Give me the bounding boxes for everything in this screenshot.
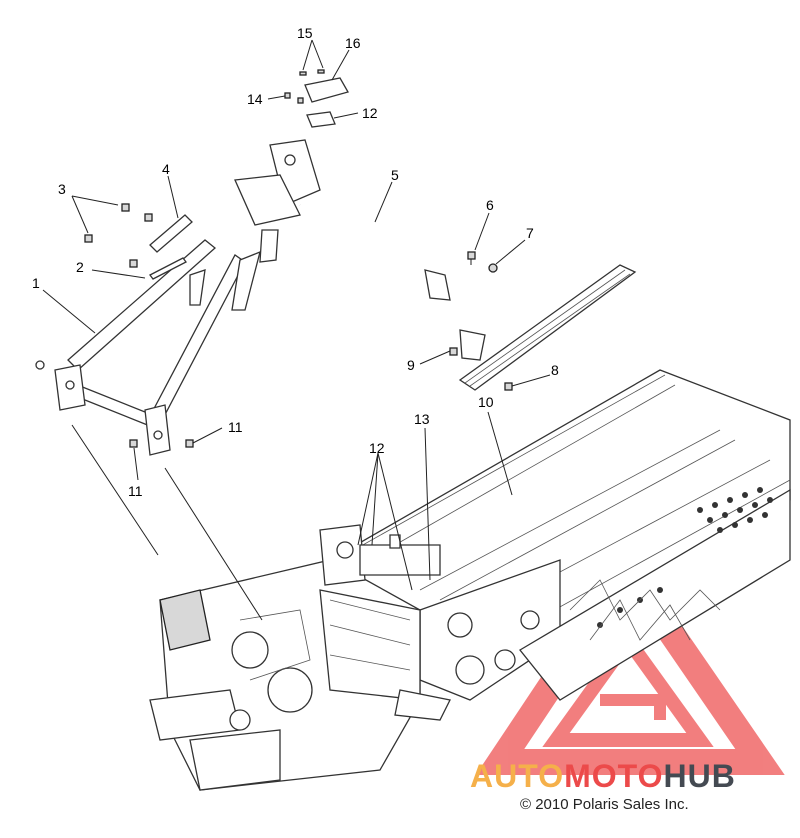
- callout-13: 13: [414, 411, 430, 427]
- part-5-steering-support: [234, 139, 486, 361]
- callout-7: 7: [526, 225, 534, 241]
- callout-4: 4: [162, 161, 170, 177]
- callout-8: 8: [551, 362, 559, 378]
- front-bulkhead: [149, 524, 451, 791]
- callout-9: 9: [407, 357, 415, 373]
- part-16-panel: [304, 77, 349, 103]
- callout-10: 10: [478, 394, 494, 410]
- callout-12-top: 12: [362, 105, 378, 121]
- watermark-word-hub: HUB: [663, 758, 736, 794]
- part-15-screw-icon: [299, 69, 325, 76]
- running-board-holes: [597, 487, 773, 628]
- part-2-rod: [149, 257, 206, 306]
- callout-3: 3: [58, 181, 66, 197]
- callout-11-left: 11: [128, 483, 143, 499]
- callout-1: 1: [32, 275, 40, 291]
- callout-11-right: 11: [228, 419, 243, 435]
- tunnel-assembly: [319, 369, 791, 701]
- callout-6: 6: [486, 197, 494, 213]
- part-9-bolt-icon: [449, 347, 458, 356]
- part-12-plate: [306, 111, 336, 128]
- watermark-brand: AUTOMOTOHUB: [470, 758, 800, 798]
- watermark-word-moto: MOTO: [564, 758, 664, 794]
- part-3-bolt-icon: [84, 203, 153, 268]
- callout-16: 16: [345, 35, 361, 51]
- callout-2: 2: [76, 259, 84, 275]
- callout-14: 14: [247, 91, 263, 107]
- part-14-screw-icon: [284, 92, 304, 104]
- part-11-bolt-icon: [129, 439, 194, 448]
- part-8-bolt-icon: [504, 382, 513, 391]
- callout-5: 5: [391, 167, 399, 183]
- part-1-strut-assembly: [35, 239, 246, 456]
- copyright-notice: © 2010 Polaris Sales Inc.: [520, 796, 689, 813]
- part-4-link: [149, 214, 261, 311]
- watermark-word-auto: AUTO: [470, 758, 565, 794]
- part-10-rail: [458, 264, 637, 391]
- callout-15: 15: [297, 25, 313, 41]
- part-6-bolt-icon: [467, 251, 476, 265]
- callout-12-bottom: 12: [369, 440, 385, 456]
- part-7-nut-icon: [488, 263, 498, 273]
